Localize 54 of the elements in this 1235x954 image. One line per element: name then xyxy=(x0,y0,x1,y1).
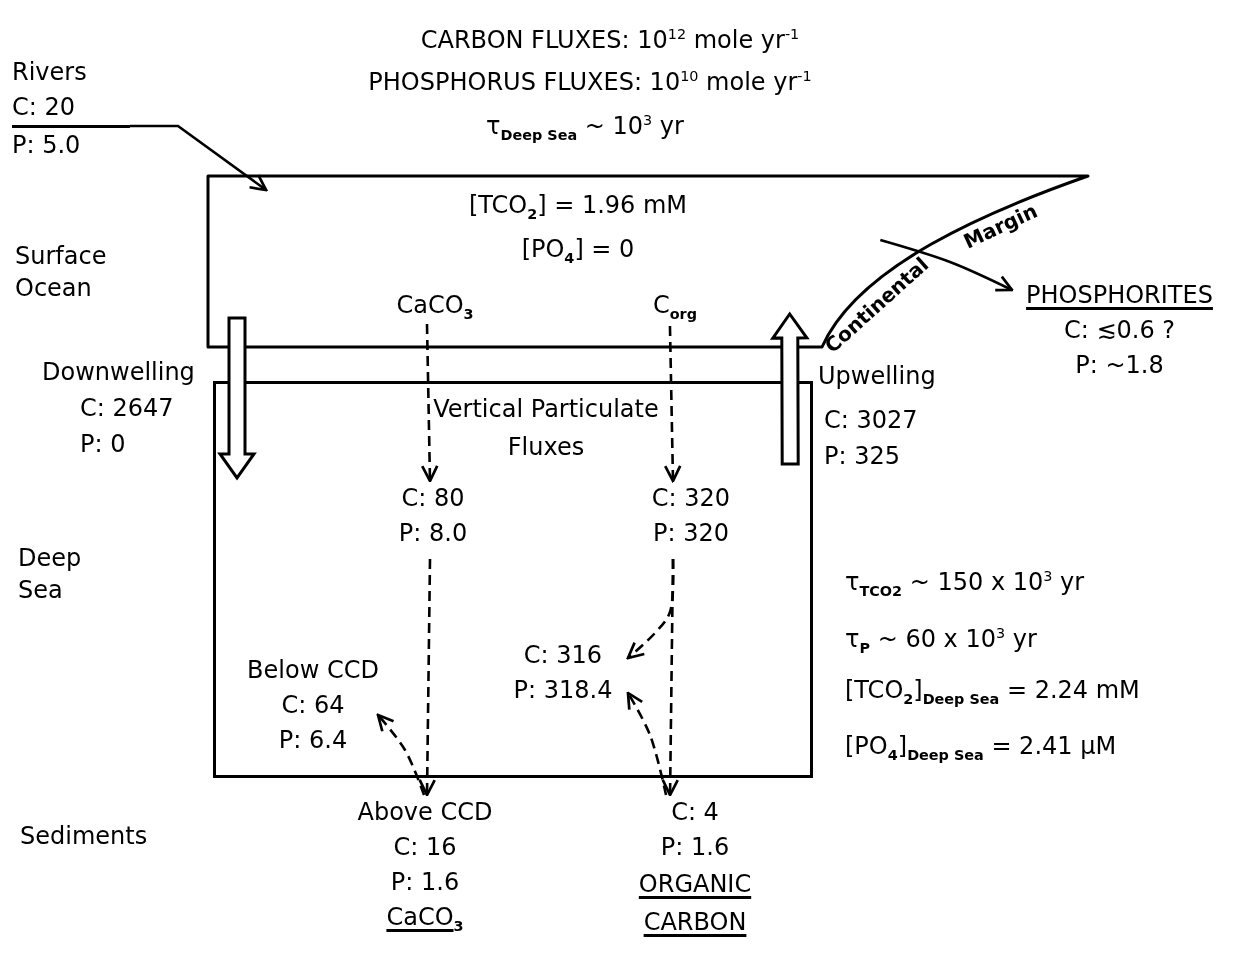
residence-time-note: τ$_{TCO2}$ ~ 150 x 10$^{3}$ yr xyxy=(845,567,1085,601)
concentration-text: [PO$_{4}$] = 0 xyxy=(521,233,635,268)
deep-sea-box xyxy=(213,381,813,778)
flux-heading: Vertical Particulate Fluxes xyxy=(432,394,660,463)
flux-value: P: ~1.8 xyxy=(1075,350,1164,381)
flux-value: P: 5.0 xyxy=(12,130,81,161)
dashed-arrow xyxy=(626,691,668,796)
block-arrow xyxy=(769,311,810,466)
flux-value: P: 0 xyxy=(80,429,126,460)
flux-value: C: 2647 xyxy=(80,393,174,424)
units-note: CARBON FLUXES: 10$^{12}$ mole yr$^{-1}$ xyxy=(419,25,801,56)
sink-heading: PHOSPHORITES xyxy=(1026,280,1213,311)
residence-time-note: τ$_{Deep Sea}$ ~ 10$^{3}$ yr xyxy=(485,111,685,145)
dashed-arrow xyxy=(376,713,426,796)
dashed-arrow xyxy=(418,559,437,797)
concentration-text: [PO$_{4}$]$_{Deep Sea}$ = 2.41 µM xyxy=(845,731,1117,765)
dashed-arrow xyxy=(626,558,675,660)
concentration-text: [TCO$_{2}$]$_{Deep Sea}$ = 2.24 mM xyxy=(845,675,1140,709)
flux-value: C: 16 xyxy=(393,832,457,863)
flow-label: Downwelling xyxy=(42,357,195,388)
flux-value: C: 4 xyxy=(671,797,719,828)
flux-value: C: 64 xyxy=(281,690,345,721)
flux-value: C: 3027 xyxy=(824,405,918,436)
flow-label: Upwelling xyxy=(818,361,936,392)
flux-value: P: 1.6 xyxy=(660,832,730,863)
layer-label: Deep Sea xyxy=(18,543,83,606)
source-label: Rivers xyxy=(12,57,87,88)
flux-value: P: 1.6 xyxy=(390,867,460,898)
flux-value: P: 6.4 xyxy=(278,725,348,756)
flux-value: C: ≲0.6 ? xyxy=(1063,315,1176,346)
flux-value: C: 20 xyxy=(12,90,130,128)
flux-value: P: 325 xyxy=(824,441,900,472)
zone-label: Below CCD xyxy=(247,655,379,686)
flux-value: P: 318.4 xyxy=(513,675,613,706)
units-note: PHOSPHORUS FLUXES: 10$^{10}$ mole yr$^{-1}$ xyxy=(367,67,813,98)
arrow xyxy=(130,124,268,192)
flux-value: P: 320 xyxy=(653,518,729,549)
block-arrow xyxy=(217,316,257,481)
flux-value: C: 80 xyxy=(401,483,465,514)
layer-label: Sediments xyxy=(20,821,148,852)
particle-label: C$_{org}$ xyxy=(652,290,698,324)
flux-value: P: 8.0 xyxy=(398,518,468,549)
flux-value: C: 320 xyxy=(651,483,731,514)
dashed-arrow xyxy=(420,323,439,483)
arrow xyxy=(879,238,1014,292)
sediment-heading: CaCO$_{3}$ xyxy=(386,902,464,936)
layer-label: Surface Ocean xyxy=(15,241,108,304)
particle-label: CaCO$_{3}$ xyxy=(396,290,474,324)
sediment-heading: ORGANIC CARBON xyxy=(637,869,753,938)
concentration-text: [TCO$_{2}$] = 1.96 mM xyxy=(468,190,688,224)
zone-label: Above CCD xyxy=(357,797,493,828)
flux-value: C: 316 xyxy=(523,640,603,671)
residence-time-note: τ$_{P}$ ~ 60 x 10$^{3}$ yr xyxy=(845,624,1037,658)
dashed-arrow xyxy=(663,325,682,483)
